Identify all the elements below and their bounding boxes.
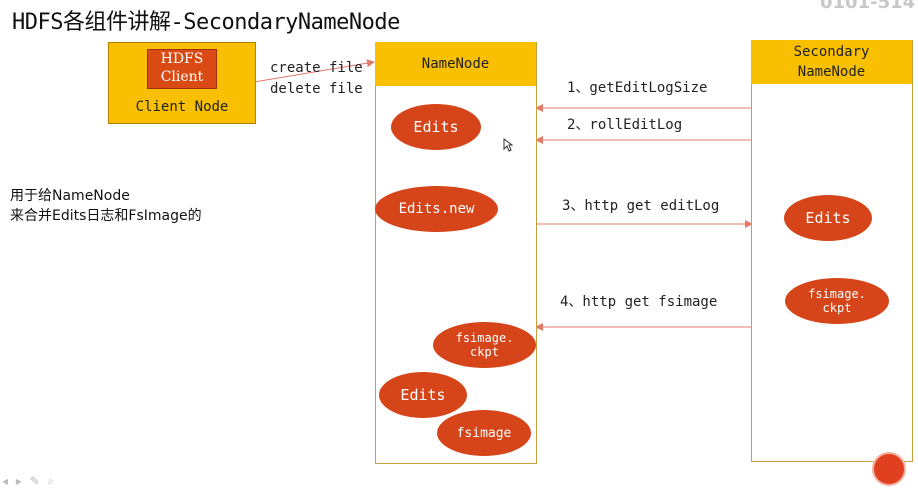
namenode-fsimage-oval: fsimage — [437, 410, 531, 456]
secondary-namenode-header: Secondary NameNode — [751, 40, 912, 84]
record-button-icon[interactable] — [872, 452, 906, 486]
step1-label: 1、getEditLogSize — [567, 80, 708, 96]
client-node-label: Client Node — [135, 99, 229, 115]
side-note-line2: 来合并Edits日志和FsImage的 — [10, 208, 202, 224]
namenode-fsimage-ckpt-oval: fsimage. ckpt — [433, 322, 536, 368]
side-note: 用于给NameNode 来合并Edits日志和FsImage的 — [10, 186, 202, 226]
delete-file-label: delete file — [270, 81, 363, 97]
secondary-ckpt-line1: fsimage. — [808, 287, 866, 301]
secondary-namenode-column — [751, 40, 913, 462]
secondary-edits-oval: Edits — [784, 195, 872, 241]
watermark: 0101-514 — [820, 0, 916, 13]
page-title: HDFS各组件讲解-SecondaryNameNode — [12, 10, 400, 35]
hdfs-client-box: HDFS Client — [147, 49, 217, 89]
side-note-line1: 用于给NameNode — [10, 188, 130, 204]
hdfs-client-line1: HDFS — [160, 51, 204, 67]
step3-label: 3、http get editLog — [562, 198, 720, 214]
client-to-namenode-arrow — [253, 59, 375, 83]
secondary-fsimage-ckpt-oval: fsimage. ckpt — [785, 278, 889, 324]
hdfs-client-line2: Client — [160, 69, 204, 85]
create-file-label: create file — [270, 60, 363, 76]
step2-label: 2、rollEditLog — [567, 117, 683, 133]
namenode-header: NameNode — [375, 42, 536, 86]
secondary-ckpt-line2: ckpt — [822, 301, 852, 315]
mouse-cursor-icon — [503, 138, 513, 152]
secondary-header-line2: NameNode — [797, 64, 866, 80]
namenode-ckpt-line2: ckpt — [470, 345, 499, 359]
namenode-ckpt-line1: fsimage. — [455, 331, 514, 345]
namenode-edits-bottom-oval: Edits — [379, 372, 467, 418]
secondary-header-line1: Secondary — [793, 44, 870, 60]
namenode-edits-new-oval: Edits.new — [375, 186, 498, 232]
presentation-controls[interactable]: ◂ ▸ ✎ ⌕ — [2, 474, 57, 488]
client-node-box: HDFS Client Client Node — [108, 42, 256, 124]
namenode-edits-oval: Edits — [391, 104, 481, 150]
step4-label: 4、http get fsimage — [560, 294, 718, 310]
